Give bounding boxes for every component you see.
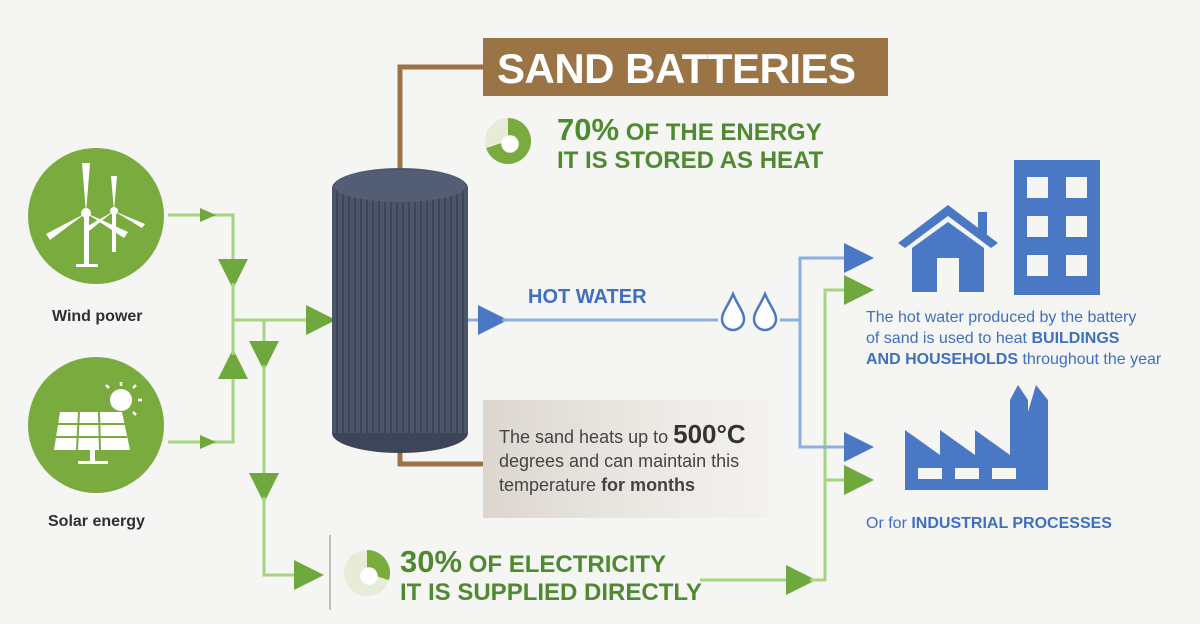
green-flow-lines — [168, 213, 874, 595]
buildings-note-line2-pre: of sand is used to heat — [866, 330, 1032, 347]
buildings-note-line3-post: throughout the year — [1018, 351, 1162, 368]
pie-chart-icon — [485, 118, 531, 164]
electricity-stat: 30% OF ELECTRICITY IT IS SUPPLIED DIRECT… — [400, 546, 702, 607]
energy-line2: IT IS STORED AS HEAT — [557, 147, 824, 174]
buildings-note: The hot water produced by the battery of… — [866, 307, 1161, 370]
pie-chart-icon — [344, 550, 390, 596]
solar-panel-icon — [28, 357, 164, 493]
electricity-line2: IT IS SUPPLIED DIRECTLY — [400, 579, 702, 606]
energy-stat: 70% OF THE ENERGY IT IS STORED AS HEAT — [557, 114, 824, 175]
blue-flow-lines — [468, 243, 874, 462]
house-icon — [898, 205, 998, 292]
pie-hole — [501, 135, 519, 153]
buildings-note-line3-bold: AND HOUSEHOLDS — [866, 351, 1019, 368]
page-title: SAND BATTERIES — [497, 45, 856, 92]
pie-hole — [360, 567, 378, 585]
wind-label: Wind power — [52, 308, 143, 325]
green-arrowheads — [200, 208, 216, 449]
sand-note-part3-bold: for months — [601, 475, 696, 495]
hot-water-label: HOT WATER — [528, 286, 647, 308]
sand-note-temp: 500°C — [673, 419, 746, 449]
industry-note-bold: INDUSTRIAL PROCESSES — [911, 515, 1112, 532]
building-icon — [1014, 160, 1100, 295]
sand-battery-tank — [332, 168, 468, 453]
buildings-note-line2-bold: BUILDINGS — [1031, 330, 1120, 347]
title-banner: SAND BATTERIES — [483, 38, 888, 96]
sand-note-part1: The sand heats up to — [499, 427, 674, 447]
electricity-percent: 30% — [400, 544, 463, 579]
sand-note-box: The sand heats up to 500°C degrees and c… — [483, 400, 768, 518]
energy-line1: OF THE ENERGY — [619, 119, 822, 146]
water-drop-icon — [720, 290, 778, 332]
sand-note: The sand heats up to 500°C degrees and c… — [499, 419, 746, 497]
buildings-note-line1: The hot water produced by the battery — [866, 309, 1137, 326]
electricity-line1: OF ELECTRICITY — [462, 551, 667, 578]
factory-icon — [905, 385, 1048, 490]
solar-label: Solar energy — [48, 513, 145, 530]
industry-note: Or for INDUSTRIAL PROCESSES — [866, 513, 1112, 534]
wind-turbine-icon — [28, 148, 164, 284]
sand-note-part3: temperature — [499, 475, 602, 495]
sand-note-part2: degrees and can maintain this — [499, 451, 740, 471]
industry-note-pre: Or for — [866, 515, 912, 532]
energy-percent: 70% — [557, 112, 620, 147]
